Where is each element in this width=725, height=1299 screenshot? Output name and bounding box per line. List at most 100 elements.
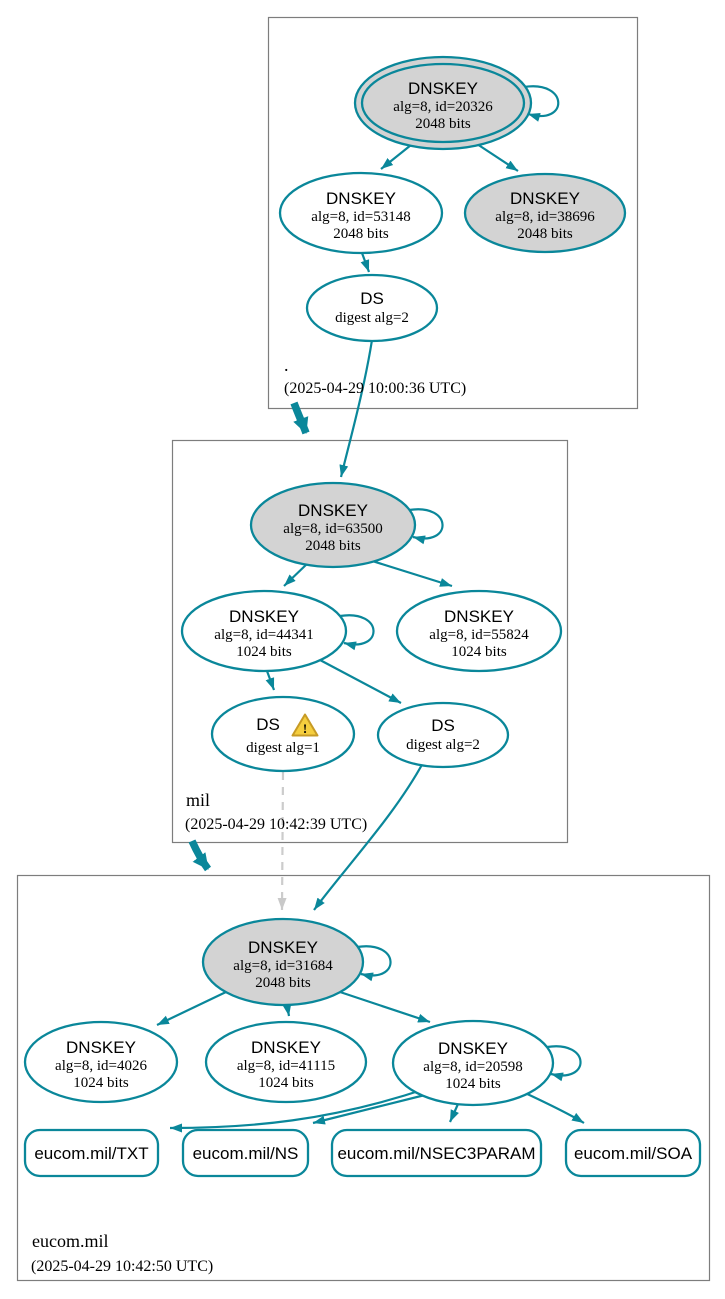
rrset-txt-rect	[23, 1128, 160, 1178]
dnskey-20598-ellipse	[391, 1019, 555, 1107]
edge-root-ds-to-mil-ksk	[339, 339, 374, 478]
dnskey-55824-ellipse	[395, 589, 563, 673]
edge-mil-ds1-to-eucom-ksk-dashed	[277, 771, 287, 911]
dnskey-node-38696: DNSKEY alg=8, id=38696 2048 bits	[463, 172, 627, 254]
node-bits: 2048 bits	[255, 975, 311, 991]
rrset-nsec3param-rect	[330, 1128, 543, 1178]
node-title: DS	[360, 289, 384, 308]
ds-node-root: DS digest alg=2	[305, 273, 439, 343]
node-bits: 1024 bits	[236, 644, 292, 660]
delegation-arrow-root-to-mil	[290, 401, 310, 435]
delegation-arrow-mil-to-eucom	[188, 839, 212, 872]
zone-timestamp-mil: (2025-04-29 10:42:39 UTC)	[185, 816, 367, 833]
warning-triangle	[291, 713, 319, 737]
rrset-ns-label: eucom.mil/NS	[193, 1144, 299, 1163]
ds-root-ellipse	[305, 273, 439, 343]
dnskey-node-53148: DNSKEY alg=8, id=53148 2048 bits	[278, 171, 444, 255]
node-alg: alg=8, id=41115	[237, 1058, 335, 1074]
node-title: DNSKEY	[251, 1038, 321, 1057]
edge-root-ksk-to-key38696	[476, 143, 519, 172]
node-alg: alg=8, id=4026	[55, 1058, 147, 1074]
edge-eucom-ksk-to-key4026	[156, 991, 227, 1026]
cross-zone-edges	[188, 339, 425, 911]
node-title: DS	[256, 715, 280, 734]
edge-key44341-selfloop	[339, 614, 375, 651]
zone-box-mil	[171, 439, 569, 844]
rrset-ns-rect	[181, 1128, 310, 1178]
node-alg: alg=8, id=44341	[214, 627, 313, 643]
node-alg: alg=8, id=55824	[429, 627, 529, 643]
edge-mil-ksk-to-key55824	[368, 558, 453, 588]
edge-mil-ksk-to-key44341	[283, 561, 310, 587]
edge-eucom-ksk-to-key41115	[282, 1003, 292, 1017]
dnskey-44341-ellipse	[180, 589, 348, 673]
rrset-soa-rect	[564, 1128, 702, 1178]
edge-root-ksk-to-key53148	[380, 144, 412, 170]
zone-label-mil: mil	[186, 790, 210, 810]
node-digest: digest alg=2	[406, 737, 480, 753]
edges-eucom	[156, 945, 585, 1133]
zone-mil: DNSKEY alg=8, id=63500 2048 bits DNSKEY …	[180, 481, 563, 833]
node-title: DNSKEY	[444, 607, 514, 626]
warning-icon: !	[291, 713, 319, 737]
dnskey-node-41115: DNSKEY alg=8, id=41115 1024 bits	[204, 1020, 368, 1104]
dnskey-20326-inner-ellipse	[360, 62, 526, 144]
node-bits: 1024 bits	[73, 1075, 129, 1091]
node-title: DNSKEY	[248, 938, 318, 957]
dnskey-node-20598: DNSKEY alg=8, id=20598 1024 bits	[391, 1019, 555, 1107]
ds-mil-alg2-ellipse	[376, 701, 510, 769]
edge-key20598-to-txt	[169, 1086, 429, 1133]
dnskey-4026-ellipse	[23, 1020, 179, 1104]
edge-root-ksk-selfloop	[523, 85, 560, 122]
edge-eucom-ksk-selfloop	[356, 945, 392, 982]
rrset-soa-label: eucom.mil/SOA	[574, 1144, 693, 1163]
dnskey-node-44341: DNSKEY alg=8, id=44341 1024 bits	[180, 589, 348, 673]
dnskey-node-55824: DNSKEY alg=8, id=55824 1024 bits	[395, 589, 563, 673]
rrset-nsec3param-label: eucom.mil/NSEC3PARAM	[337, 1144, 535, 1163]
edge-key20598-selfloop	[546, 1045, 582, 1082]
zone-label-eucom-mil: eucom.mil	[32, 1231, 108, 1251]
node-title: DS	[431, 716, 455, 735]
dnskey-41115-ellipse	[204, 1020, 368, 1104]
zone-timestamp-eucom-mil: (2025-04-29 10:42:50 UTC)	[31, 1258, 213, 1275]
rrset-node-ns: eucom.mil/NS	[181, 1128, 310, 1178]
dnskey-node-63500: DNSKEY alg=8, id=63500 2048 bits	[249, 481, 417, 569]
zone-box-eucom-mil	[16, 874, 711, 1282]
node-bits: 1024 bits	[451, 644, 507, 660]
ds-mil-alg1-ellipse	[210, 695, 356, 773]
dnskey-38696-ellipse	[463, 172, 627, 254]
node-title: DNSKEY	[66, 1038, 136, 1057]
edge-mil-ds2-to-eucom-ksk	[313, 760, 425, 911]
node-alg: alg=8, id=31684	[233, 958, 333, 974]
node-title: DNSKEY	[326, 189, 396, 208]
node-alg: alg=8, id=53148	[311, 209, 410, 225]
warning-exclamation: !	[303, 721, 307, 736]
edge-eucom-ksk-to-key20598	[339, 990, 431, 1024]
edge-key44341-to-ds2	[319, 659, 402, 704]
node-alg: alg=8, id=20598	[423, 1059, 522, 1075]
node-title: DNSKEY	[229, 607, 299, 626]
node-title: DNSKEY	[298, 501, 368, 520]
dnskey-node-4026: DNSKEY alg=8, id=4026 1024 bits	[23, 1020, 179, 1104]
edges-mil	[265, 508, 453, 704]
zone-box-root	[267, 16, 639, 410]
node-title: DNSKEY	[510, 189, 580, 208]
edge-key44341-to-ds1	[265, 670, 276, 691]
dnskey-31684-ellipse	[201, 917, 365, 1007]
zone-eucom-mil: DNSKEY alg=8, id=31684 2048 bits DNSKEY …	[23, 917, 702, 1275]
edge-key53148-to-ds	[360, 252, 371, 273]
rrset-node-txt: eucom.mil/TXT	[23, 1128, 160, 1178]
node-bits: 2048 bits	[305, 538, 361, 554]
edge-key20598-to-ns	[312, 1091, 434, 1125]
node-digest: digest alg=1	[246, 740, 320, 756]
node-bits: 1024 bits	[445, 1076, 501, 1092]
edges-root	[360, 85, 560, 273]
dnskey-63500-ellipse	[249, 481, 417, 569]
edge-mil-ksk-selfloop	[408, 508, 444, 545]
node-bits: 2048 bits	[333, 226, 389, 242]
dnskey-53148-ellipse	[278, 171, 444, 255]
rrset-node-nsec3param: eucom.mil/NSEC3PARAM	[330, 1128, 543, 1178]
rrset-txt-label: eucom.mil/TXT	[34, 1144, 148, 1163]
dnskey-node-31684: DNSKEY alg=8, id=31684 2048 bits	[201, 917, 365, 1007]
